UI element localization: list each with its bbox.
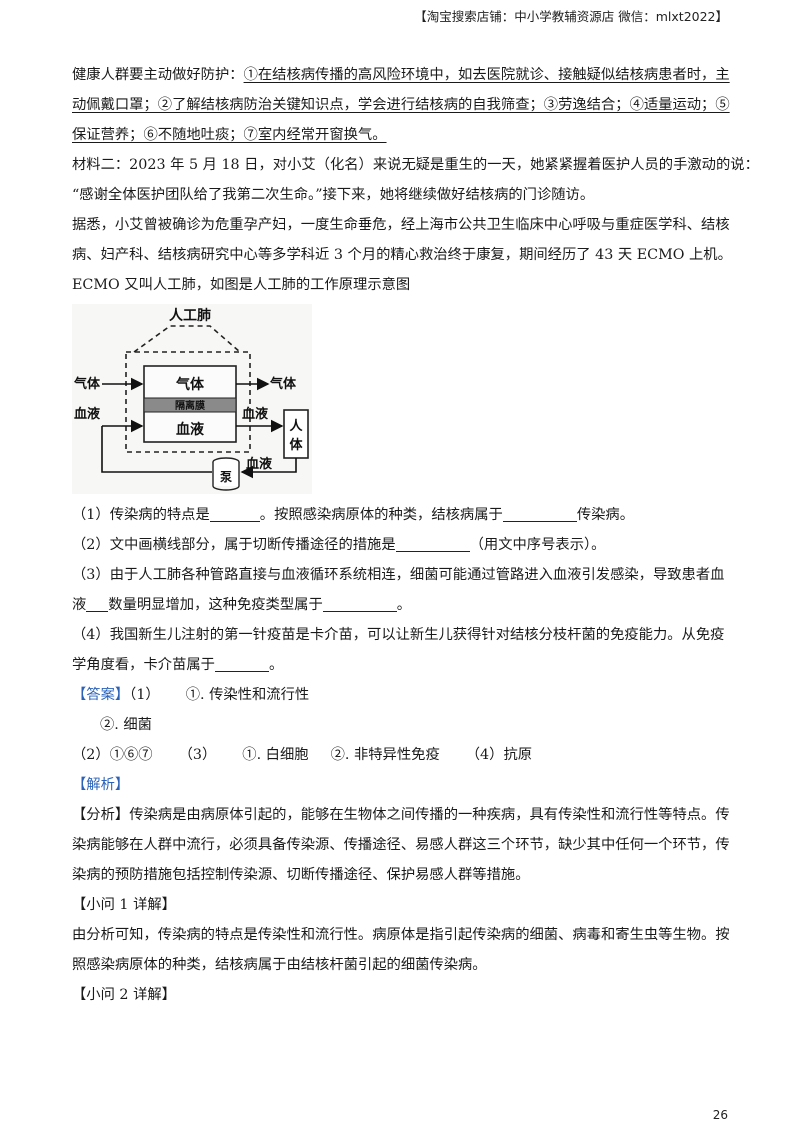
question-4-line-1: （4）我国新生儿注射的第一针疫苗是卡介苗，可以让新生儿获得针对结核分枝杆菌的免疫… xyxy=(72,627,725,643)
q1-blank-1 xyxy=(209,503,260,522)
q1-blank-2 xyxy=(502,503,577,522)
intro-underlined-2: 动佩戴口罩；②了解结核病防治关键知识点，学会进行结核病的自我筛查；③劳逸结合；④… xyxy=(72,97,730,113)
analysis-line-1: 【分析】传染病是由病原体引起的，能够在生物体之间传播的一种疾病，具有传染性和流行… xyxy=(72,800,732,830)
question-1: （1）传染病的特点是 。按照感染病原体的种类，结核病属于 传染病。 xyxy=(72,500,732,530)
answer-1-part-1: ①. 传染性和流行性 xyxy=(185,687,310,703)
answer-2: （2）①⑥⑦ xyxy=(72,747,153,763)
q3-text-d: 。 xyxy=(396,597,412,613)
q2-blank xyxy=(395,533,470,552)
q3-text-b: 液 xyxy=(72,597,87,613)
material2-line-5: ECMO 又叫人工肺，如图是人工肺的工作原理示意图 xyxy=(72,277,411,293)
q4-text-b: 学角度看，卡介苗属于 xyxy=(72,657,215,673)
answer-1-part-2: ②. 细菌 xyxy=(100,717,152,733)
human-box xyxy=(283,409,309,459)
blood-out-label: 血液 xyxy=(242,406,268,422)
blood-in-label: 血液 xyxy=(74,406,100,422)
gas-in-label: 气体 xyxy=(74,376,101,392)
material2-line-2: “感谢全体医护团队给了我第二次生命。”接下来，她将继续做好结核病的门诊随访。 xyxy=(72,187,595,203)
analysis-fx-tag: 【分析】 xyxy=(72,807,130,823)
q3-blank-1 xyxy=(86,593,109,612)
sub-question-1-heading: 【小问 1 详解】 xyxy=(72,897,176,913)
material2-line-4: 病、妇产科、结核病研究中心等多学科近 3 个月的精心救治终于康复，期间经历了 4… xyxy=(72,247,732,263)
intro-line-2: 动佩戴口罩；②了解结核病防治关键知识点，学会进行结核病的自我筛查；③劳逸结合；④… xyxy=(72,90,732,120)
answer-3-number: （3） xyxy=(178,747,217,763)
pump-body xyxy=(213,462,239,486)
dashed-outer-box xyxy=(125,351,251,453)
sub-question-1-line-1: 由分析可知，传染病的特点是传染性和流行性。病原体是指引起传染病的细菌、病毒和寄生… xyxy=(72,927,730,943)
question-4-line-2: 学角度看，卡介苗属于 。 xyxy=(72,650,732,680)
q4-blank xyxy=(214,653,269,672)
answer-3-part-2: ②. 非特异性免疫 xyxy=(330,747,440,763)
q2-text-b: （用文中序号表示）。 xyxy=(469,537,606,553)
answer-line-1: 【答案】（1） ①. 传染性和流行性 xyxy=(72,680,732,710)
gas-box-label: 气体 xyxy=(175,376,205,393)
intro-underlined-1: ①在结核病传播的高风险环境中，如去医院就诊、接触疑似结核病患者时，主 xyxy=(243,67,730,83)
sub-question-2-heading: 【小问 2 详解】 xyxy=(72,987,176,1003)
analysis-line-3: 染病的预防措施包括控制传染源、切断传播途径、保护易感人群等措施。 xyxy=(72,867,530,883)
pump-label: 泵 xyxy=(220,470,232,484)
return-line xyxy=(240,458,297,479)
analysis-line-2: 染病能够在人群中流行，必须具备传染源、传播途径、易感人群这三个环节，缺少其中任何… xyxy=(72,837,730,853)
blood-box-label: 血液 xyxy=(176,421,205,438)
intro-underlined-3: 保证营养；⑥不随地吐痰；⑦室内经常开窗换气。 xyxy=(72,127,387,143)
intro-lead: 健康人群要主动做好防护： xyxy=(72,67,244,83)
intro-line-3: 保证营养；⑥不随地吐痰；⑦室内经常开窗换气。 xyxy=(72,120,732,150)
q1-text-b: 。按照感染病原体的种类，结核病属于 xyxy=(259,507,503,523)
q3-blank-2 xyxy=(322,593,397,612)
artificial-lung-diagram: 人工肺 隔离膜 气体 血液 气体 气体 血液 血液 人 体 xyxy=(72,304,312,494)
q1-text-a: （1）传染病的特点是 xyxy=(72,507,210,523)
artificial-lung-svg: 人工肺 隔离膜 气体 血液 气体 气体 血液 血液 人 体 xyxy=(72,304,312,494)
material2-line-3: 据悉，小艾曾被确诊为危重孕产妇，一度生命垂危，经上海市公共卫生临床中心呼吸与重症… xyxy=(72,217,730,233)
answer-line-2: ②. 细菌 xyxy=(72,710,732,740)
page-header: 【淘宝搜索店铺：中小学教辅资源店 微信：mlxt2022】 xyxy=(414,9,728,24)
question-3-line-2: 液 数量明显增加，这种免疫类型属于 。 xyxy=(72,590,732,620)
question-3-line-1: （3）由于人工肺各种管路直接与血液循环系统相连，细菌可能通过管路进入血液引发感染… xyxy=(72,567,725,583)
q4-text-c: 。 xyxy=(268,657,284,673)
membrane-bar xyxy=(143,397,237,413)
question-2: （2）文中画横线部分，属于切断传播途径的措施是 （用文中序号表示）。 xyxy=(72,530,732,560)
page-number: 26 xyxy=(712,1108,728,1122)
human-label-2: 体 xyxy=(289,437,303,453)
answer-line-3: （2）①⑥⑦ （3） ①. 白细胞 ②. 非特异性免疫 （4）抗原 xyxy=(72,740,732,770)
answer-3-part-1: ①. 白细胞 xyxy=(242,747,309,763)
document-body: 健康人群要主动做好防护：①在结核病传播的高风险环境中，如去医院就诊、接触疑似结核… xyxy=(72,60,759,1010)
answer-4: （4）抗原 xyxy=(465,747,533,763)
answer-1-number: （1） xyxy=(129,687,160,703)
answer-tag: 【答案】 xyxy=(72,687,130,703)
analysis-fx-1: 传染病是由病原体引起的，能够在生物体之间传播的一种疾病，具有传染性和流行性等特点… xyxy=(129,807,730,823)
q2-text-a: （2）文中画横线部分，属于切断传播途径的措施是 xyxy=(72,537,396,553)
q1-text-c: 传染病。 xyxy=(576,507,635,523)
pump-to-inlet-line xyxy=(101,426,212,473)
diagram-title: 人工肺 xyxy=(169,307,211,324)
q3-text-c: 数量明显增加，这种免疫类型属于 xyxy=(108,597,323,613)
dashed-roof xyxy=(133,325,241,353)
intro-line-1: 健康人群要主动做好防护：①在结核病传播的高风险环境中，如去医院就诊、接触疑似结核… xyxy=(72,60,732,90)
analysis-tag: 【解析】 xyxy=(72,777,130,793)
human-label-1: 人 xyxy=(289,418,303,434)
material2-line-1: 材料二：2023 年 5 月 18 日，对小艾（化名）来说无疑是重生的一天，她紧… xyxy=(72,157,759,173)
pump-blood-label: 血液 xyxy=(246,456,272,472)
membrane-label: 隔离膜 xyxy=(175,399,205,412)
sub-question-1-line-2: 照感染病原体的种类，结核病属于由结核杆菌引起的细菌传染病。 xyxy=(72,957,487,973)
gas-out-label: 气体 xyxy=(270,376,297,392)
